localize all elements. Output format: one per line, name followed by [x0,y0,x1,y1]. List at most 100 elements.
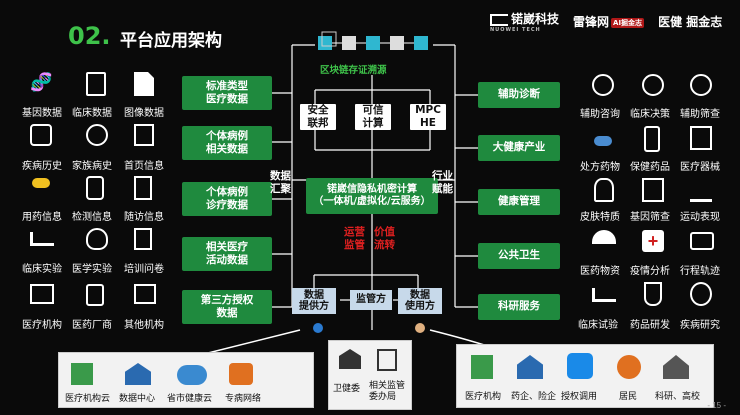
left-icon-label: 用药信息 [22,212,62,223]
left-icon-label: 临床实验 [22,264,62,275]
panel-label: 卫健委 [333,384,361,394]
panel-label: 数据中心 [119,394,156,404]
trusted-computing-box: 可信 计算 [355,104,391,130]
panel-label: 居民 [619,392,638,402]
data-center-icon [125,363,151,385]
left-icon-label: 临床数据 [72,108,112,119]
right-icon-label: 疫情分析 [630,266,670,277]
pharma-insurance-icon [517,355,543,379]
left-data-box: 标准类型 医疗数据 [182,76,272,110]
page-title: 平台应用架构 [120,31,222,51]
pill-icon [32,178,50,188]
page-number: - 15 - [707,401,726,410]
right-icon-label: 皮肤特质 [580,212,620,223]
right-icon-label: 辅助咨询 [580,109,620,120]
section-number: 02. [68,22,111,50]
right-icon-label: 疾病研究 [680,320,720,331]
trial-bed-icon [592,288,616,302]
panel-label: 相关监管 委办局 [369,381,406,402]
data-user-box: 数据 使用方 [398,288,442,314]
panel-label: 授权调用 [561,392,598,402]
wheelchair-icon [690,126,712,150]
university-icon [663,355,689,379]
panel-label: 医疗机构云 [65,394,111,404]
panel-label: 科研、高校 [655,392,701,402]
red-cross-icon: + [642,230,664,252]
value-flow-label: 价值 流转 [374,226,395,252]
flask-icon [644,282,662,306]
right-service-box: 科研服务 [478,294,560,320]
watch-icon [86,176,104,200]
microscope-icon [690,282,712,306]
government-icon [339,349,361,369]
right-service-box: 公共卫生 [478,243,560,269]
regulator-panel: 卫健委 相关监管 委办局 [328,340,412,410]
right-service-box: 辅助诊断 [478,82,560,108]
mpc-he-box: MPC HE [410,104,446,130]
hospital-bed-icon [30,232,54,246]
dna-icon: 🧬 [30,72,53,92]
core-compute-box: 锘崴信隐私机密计算 （一体机/虚拟化/云服务） [306,178,438,214]
panel-label: 省市健康云 [167,394,213,404]
treadmill-icon [690,178,712,202]
security-federation-box: 安全 联邦 [300,104,336,130]
left-icon-label: 其他机构 [124,320,164,331]
panel-label: 专病网络 [225,394,262,404]
health-bottle-icon [644,126,660,152]
left-icon-label: 检测信息 [72,212,112,223]
gene-screen-icon [642,178,664,202]
left-data-box: 个体病例 诊疗数据 [182,182,272,216]
camera-icon [690,232,714,250]
image-file-icon [134,72,154,96]
homepage-doc-icon [134,124,154,146]
yijian-logo: 医健 掘金志 [658,15,723,29]
right-icon-label: 药品研发 [630,320,670,331]
right-icon-label: 运动表现 [680,212,720,223]
survey-icon [134,228,152,250]
right-icon-label: 临床决策 [630,109,670,120]
right-icon-label: 医药物资 [580,266,620,277]
clipboard-icon [134,176,152,200]
left-data-box: 个体病例 相关数据 [182,126,272,160]
nuowei-logo-mark-icon [490,13,508,26]
industry-enable-label: 行业 赋能 [432,170,453,195]
consult-icon [592,74,614,96]
right-icon-label: 辅助筛查 [680,109,720,120]
brain-icon [86,228,108,250]
left-icon-label: 疾病历史 [22,161,62,172]
left-icon-label: 家族病史 [72,161,112,172]
left-icon-label: 图像数据 [124,108,164,119]
regulator-box: 监管方 [350,290,392,310]
disease-history-icon [30,124,52,146]
panel-label: 药企、险企 [511,392,557,402]
left-icon-label: 基因数据 [22,108,62,119]
right-icon-label: 医疗器械 [680,162,720,173]
resident-icon [617,355,641,379]
institution-icon [134,284,156,304]
prescription-pill-icon [594,136,612,146]
app-store-icon [567,353,593,379]
family-icon [86,124,108,146]
refresh-icon [313,323,323,333]
medicine-bottle-icon [86,284,104,306]
right-icon-label: 临床试验 [578,320,618,331]
parachute-icon [592,230,616,244]
right-service-box: 大健康产业 [478,135,560,161]
data-aggregation-label: 数据 汇聚 [270,170,291,195]
panel-label: 医疗机构 [465,392,502,402]
clinical-doc-icon [86,72,106,96]
left-icon-label: 首页信息 [124,161,164,172]
right-icon-label: 基因筛查 [630,212,670,223]
cloud-icon [177,365,207,385]
blockchain-cubes-icon [318,31,428,50]
doctor-icon [642,74,664,96]
left-icon-label: 医药厂商 [72,320,112,331]
left-icon-label: 医学实验 [72,264,112,275]
network-icon [229,363,253,385]
skin-icon [594,178,614,202]
hospital-icon [471,355,493,379]
